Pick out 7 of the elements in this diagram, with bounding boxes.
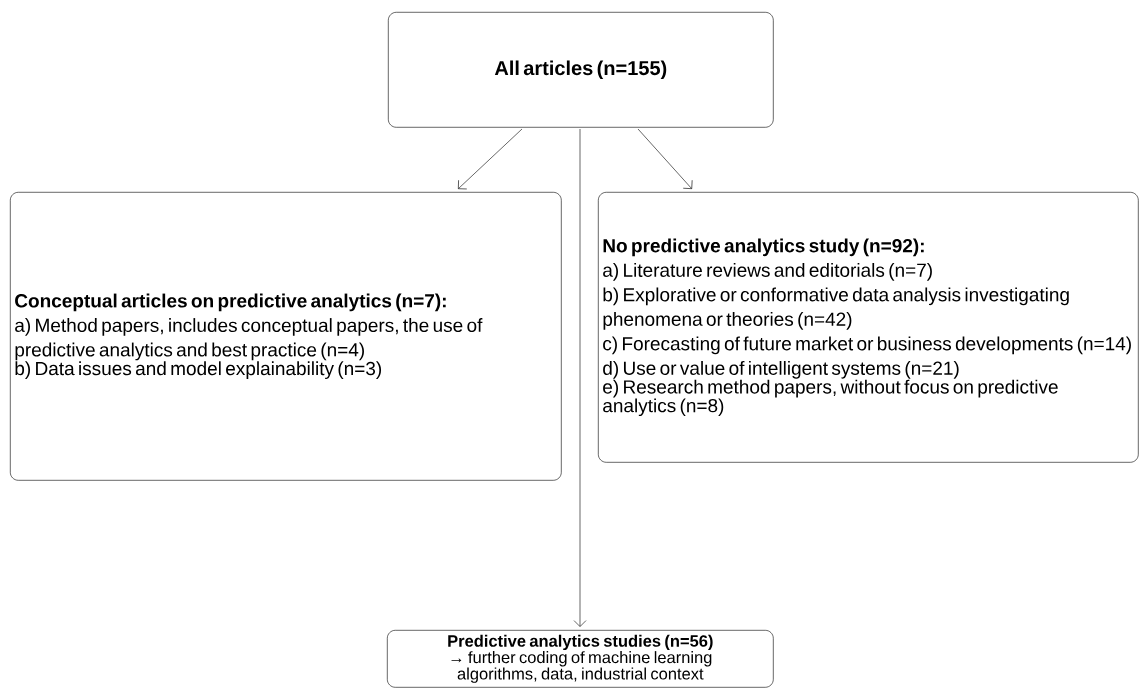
arrow bbox=[637, 128, 693, 189]
process-box: Conceptual articles on predictive analytics (n=7): a) Method papers, includes conceptual papers, the use of predictive analytics and best practice (n=4) b) Data issues and model explainability (n=3) bbox=[10, 192, 562, 481]
process-box: All articles (n=155) bbox=[388, 12, 774, 128]
process-box: No predictive analytics study (n=92): a) Literature reviews and editorials (n=7) b) Explorative or conformative data analysis investigating phenomena or theories (n=42) c) Forecasting of future market or business developments (n=14) d) Use or value of intelligent systems (n=21) e) Research method papers, without focus on predictive analytics (n=8) bbox=[598, 192, 1139, 463]
arrow bbox=[573, 128, 587, 627]
arrow bbox=[458, 128, 523, 190]
process-box: Predictive analytics studies (n=56) → further coding of machine learning algorithms, data, industrial context bbox=[387, 630, 774, 688]
